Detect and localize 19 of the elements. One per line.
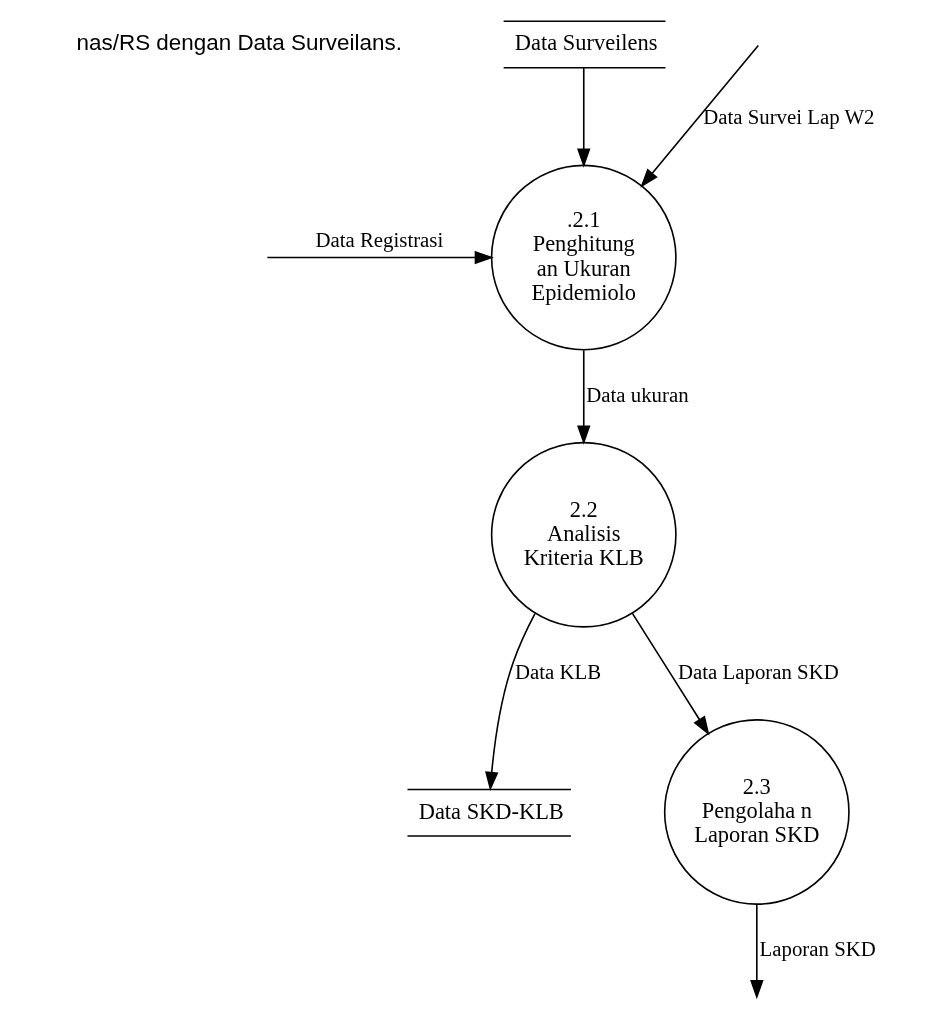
arrow — [485, 612, 536, 792]
arrow — [577, 66, 591, 168]
edge-label: Data Registrasi — [315, 227, 444, 252]
node-circle: 2.3 Pengolaha n Laporan SKD — [663, 719, 850, 905]
edge-label: Data Survei Lap W2 — [703, 105, 875, 130]
arrow — [577, 349, 591, 445]
node-circle: 2.2 Analisis Kriteria KLB — [490, 441, 677, 628]
arrow — [266, 250, 494, 265]
arrow — [631, 612, 710, 736]
edge-label: Data KLB — [515, 659, 602, 684]
edge-label: Laporan SKD — [759, 937, 876, 962]
arrow — [640, 44, 760, 188]
node-circle: .2.1 Penghitung an Ukuran Epidemiolo — [490, 164, 677, 351]
arrow — [750, 903, 764, 1000]
node-text: Data SKD-KLB — [418, 798, 564, 824]
edge-label: Data ukuran — [586, 382, 689, 407]
label: nas/RS dengan Data Surveilans. — [76, 29, 402, 55]
node-text: Data Surveilens — [514, 30, 658, 56]
edge-label: Data Laporan SKD — [678, 659, 839, 684]
